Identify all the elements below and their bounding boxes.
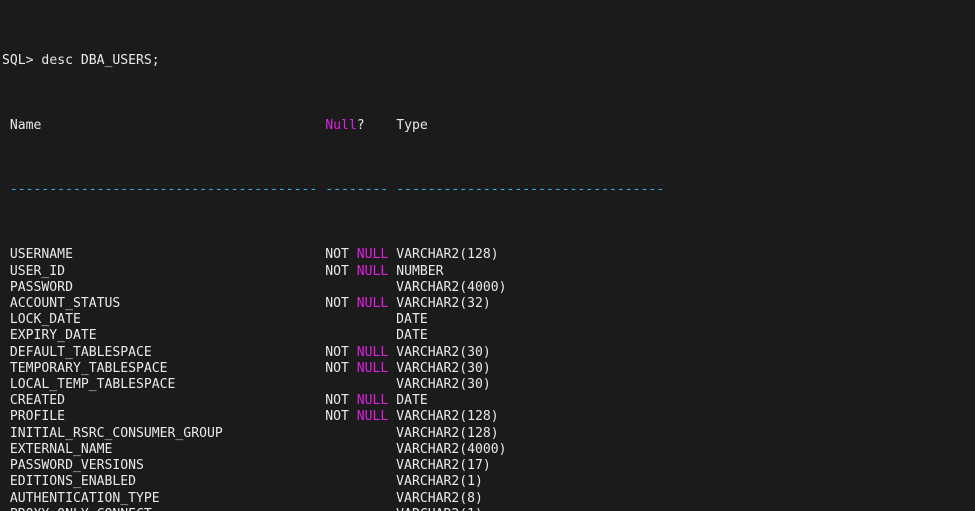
cell-column-name: EXPIRY_DATE bbox=[2, 328, 326, 344]
cell-column-type: VARCHAR2(128) bbox=[396, 247, 499, 263]
cell-not-keyword: NOT bbox=[325, 360, 357, 376]
cell-column-type: DATE bbox=[396, 328, 428, 344]
separator-type-rule: ---------------------------------- bbox=[396, 182, 665, 198]
cell-not-keyword: NOT bbox=[325, 247, 357, 263]
table-row: TEMPORARY_TABLESPACE NOT NULL VARCHAR2(3… bbox=[2, 361, 975, 377]
cell-null-empty bbox=[325, 328, 396, 343]
cell-column-name: PROFILE bbox=[2, 409, 326, 425]
cell-column-name: LOCK_DATE bbox=[2, 312, 326, 328]
table-row: CREATED NOT NULL DATE bbox=[2, 393, 975, 409]
cell-column-name: TEMPORARY_TABLESPACE bbox=[2, 360, 326, 376]
cell-null-empty bbox=[325, 507, 396, 511]
column-header-null: Null bbox=[325, 117, 357, 133]
table-row: LOCK_DATE DATE bbox=[2, 312, 975, 328]
cell-null-empty bbox=[325, 491, 396, 506]
table-row: DEFAULT_TABLESPACE NOT NULL VARCHAR2(30) bbox=[2, 345, 975, 361]
cell-column-name: CREATED bbox=[2, 393, 326, 409]
cell-column-name: USERNAME bbox=[2, 247, 326, 263]
cell-column-type: VARCHAR2(128) bbox=[396, 425, 499, 441]
cell-null-keyword: NULL bbox=[356, 247, 389, 263]
table-row: USERNAME NOT NULL VARCHAR2(128) bbox=[2, 247, 975, 263]
separator-name-rule: --------------------------------------- bbox=[2, 182, 326, 198]
cell-column-type: VARCHAR2(32) bbox=[396, 295, 491, 311]
cell-column-name: INITIAL_RSRC_CONSUMER_GROUP bbox=[2, 425, 326, 441]
table-row: EXTERNAL_NAME VARCHAR2(4000) bbox=[2, 442, 975, 458]
cell-not-keyword: NOT bbox=[325, 344, 357, 360]
table-row: PASSWORD_VERSIONS VARCHAR2(17) bbox=[2, 458, 975, 474]
table-row: INITIAL_RSRC_CONSUMER_GROUP VARCHAR2(128… bbox=[2, 426, 975, 442]
table-row: PROXY_ONLY_CONNECT VARCHAR2(1) bbox=[2, 507, 975, 511]
cell-column-type: VARCHAR2(4000) bbox=[396, 441, 507, 457]
sql-prompt-line: SQL> desc DBA_USERS; bbox=[2, 53, 975, 69]
cell-column-type: VARCHAR2(30) bbox=[396, 344, 491, 360]
table-row: EXPIRY_DATE DATE bbox=[2, 328, 975, 344]
table-row: USER_ID NOT NULL NUMBER bbox=[2, 264, 975, 280]
column-header-type: Type bbox=[396, 117, 428, 133]
cell-column-type: DATE bbox=[396, 393, 428, 409]
table-row: LOCAL_TEMP_TABLESPACE VARCHAR2(30) bbox=[2, 377, 975, 393]
cell-column-type: VARCHAR2(1) bbox=[396, 507, 483, 511]
cell-not-keyword: NOT bbox=[325, 393, 357, 409]
cell-column-name: LOCAL_TEMP_TABLESPACE bbox=[2, 377, 326, 393]
cell-null-empty bbox=[325, 377, 396, 392]
cell-null-keyword: NULL bbox=[356, 360, 389, 376]
table-row: PROFILE NOT NULL VARCHAR2(128) bbox=[2, 409, 975, 425]
cell-column-type: VARCHAR2(30) bbox=[396, 360, 491, 376]
table-row: PASSWORD VARCHAR2(4000) bbox=[2, 280, 975, 296]
column-header-name: Name bbox=[2, 117, 326, 133]
cell-null-keyword: NULL bbox=[356, 344, 389, 360]
cell-column-type: VARCHAR2(128) bbox=[396, 409, 499, 425]
cell-column-type: NUMBER bbox=[396, 263, 444, 279]
cell-null-keyword: NULL bbox=[356, 295, 389, 311]
cell-column-name: EDITIONS_ENABLED bbox=[2, 474, 326, 490]
cell-column-name: PASSWORD bbox=[2, 279, 326, 295]
table-separator-row: --------------------------------------- … bbox=[2, 182, 975, 198]
cell-not-keyword: NOT bbox=[325, 295, 357, 311]
table-body: USERNAME NOT NULL VARCHAR2(128) USER_ID … bbox=[2, 247, 975, 511]
cell-null-keyword: NULL bbox=[356, 393, 389, 409]
separator-null-rule: -------- bbox=[325, 182, 397, 198]
cell-not-keyword: NOT bbox=[325, 263, 357, 279]
table-row: EDITIONS_ENABLED VARCHAR2(1) bbox=[2, 474, 975, 490]
cell-null-empty bbox=[325, 280, 396, 295]
cell-null-keyword: NULL bbox=[356, 263, 389, 279]
cell-null-empty bbox=[325, 426, 396, 441]
cell-not-keyword: NOT bbox=[325, 409, 357, 425]
sql-prompt-label: SQL> bbox=[2, 52, 34, 68]
table-row: AUTHENTICATION_TYPE VARCHAR2(8) bbox=[2, 491, 975, 507]
cell-column-name: AUTHENTICATION_TYPE bbox=[2, 490, 326, 506]
cell-column-name: PROXY_ONLY_CONNECT bbox=[2, 507, 325, 511]
cell-column-type: VARCHAR2(4000) bbox=[396, 279, 507, 295]
cell-column-name: PASSWORD_VERSIONS bbox=[2, 458, 326, 474]
cell-null-empty bbox=[325, 458, 396, 473]
cell-column-name: DEFAULT_TABLESPACE bbox=[2, 344, 326, 360]
cell-column-type: DATE bbox=[396, 312, 428, 328]
table-row: ACCOUNT_STATUS NOT NULL VARCHAR2(32) bbox=[2, 296, 975, 312]
cell-column-name: USER_ID bbox=[2, 263, 326, 279]
cell-null-empty bbox=[325, 442, 396, 457]
cell-null-keyword: NULL bbox=[356, 409, 389, 425]
cell-column-type: VARCHAR2(17) bbox=[396, 458, 491, 474]
cell-null-empty bbox=[325, 474, 396, 489]
cell-null-empty bbox=[325, 312, 396, 327]
table-header-row: Name Null? Type bbox=[2, 118, 975, 134]
cell-column-type: VARCHAR2(30) bbox=[396, 377, 491, 393]
column-header-null-qmark: ? bbox=[356, 117, 397, 133]
cell-column-name: ACCOUNT_STATUS bbox=[2, 295, 326, 311]
cell-column-name: EXTERNAL_NAME bbox=[2, 441, 326, 457]
sql-command-text: desc DBA_USERS; bbox=[33, 52, 160, 68]
cell-column-type: VARCHAR2(8) bbox=[396, 490, 483, 506]
cell-column-type: VARCHAR2(1) bbox=[396, 474, 483, 490]
